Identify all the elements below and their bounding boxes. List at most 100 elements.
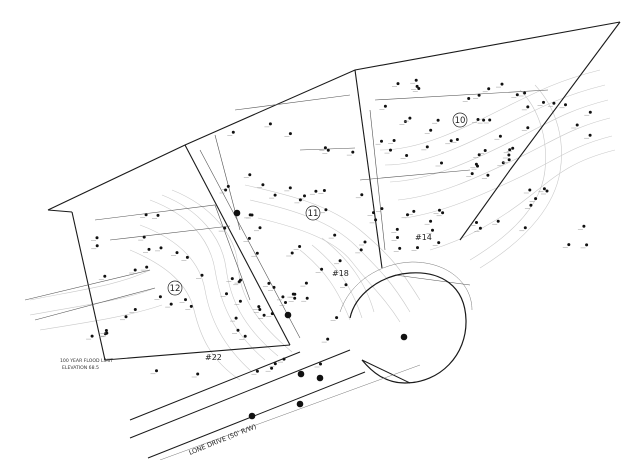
spot-point xyxy=(508,148,512,152)
spot-point xyxy=(392,139,396,142)
spot-point xyxy=(288,132,292,136)
spot-point xyxy=(248,213,252,217)
spot-point xyxy=(236,328,240,332)
spot-point xyxy=(403,120,407,123)
spot-point xyxy=(145,265,149,269)
spot-point xyxy=(326,148,330,152)
setback-lines xyxy=(24,89,549,339)
spot-point xyxy=(523,226,527,230)
spot-point xyxy=(542,100,545,104)
spot-point xyxy=(257,305,261,309)
spot-point xyxy=(363,240,367,244)
spot-point xyxy=(440,161,443,165)
spot-point xyxy=(528,188,532,192)
spot-point xyxy=(293,296,297,300)
spot-point xyxy=(507,158,511,162)
spot-point xyxy=(133,308,137,311)
spot-point xyxy=(104,329,108,332)
spot-point xyxy=(478,226,482,230)
spot-point xyxy=(417,87,421,90)
spot-elevation-points xyxy=(86,78,592,378)
spot-point xyxy=(159,246,163,250)
spot-point xyxy=(155,369,158,373)
spot-point xyxy=(103,274,107,278)
spot-point xyxy=(225,292,228,296)
spot-point xyxy=(158,295,162,299)
spot-point xyxy=(338,259,342,263)
spot-point xyxy=(477,93,481,97)
spot-point xyxy=(575,123,579,127)
spot-point xyxy=(507,153,511,157)
spot-point xyxy=(438,208,441,212)
spot-point xyxy=(124,315,128,319)
spot-point xyxy=(344,283,348,287)
lot-number-label: 10 xyxy=(455,116,466,126)
spot-point xyxy=(408,116,412,120)
spot-point xyxy=(360,193,364,197)
spot-point xyxy=(412,209,416,213)
spot-point xyxy=(267,281,271,285)
spot-point xyxy=(298,198,302,202)
cul-de-sac xyxy=(339,261,473,384)
spot-point xyxy=(133,268,137,272)
spot-point xyxy=(248,173,252,177)
spot-point xyxy=(476,118,480,121)
flood-limit-note: 100 YEAR FLOOD LIMIT ELEVATION 68.5 xyxy=(60,358,113,371)
spot-point xyxy=(567,243,571,247)
spot-point xyxy=(284,301,287,304)
spot-point xyxy=(268,122,272,126)
spot-point xyxy=(437,241,441,245)
spot-point xyxy=(486,173,490,177)
spot-point xyxy=(455,138,459,141)
lot-markers: 10 11 12 #18 #22 #14 xyxy=(167,112,468,362)
spot-point xyxy=(380,139,383,143)
spot-point xyxy=(90,334,94,338)
spot-point xyxy=(467,97,471,100)
spot-point xyxy=(477,153,481,157)
spot-point xyxy=(415,84,419,88)
spot-point xyxy=(585,243,589,247)
spot-point xyxy=(175,251,179,255)
spot-point xyxy=(319,362,322,366)
spot-point xyxy=(482,118,486,122)
spot-point xyxy=(239,278,242,282)
flood-note-line: ELEVATION 68.5 xyxy=(62,365,99,371)
spot-point xyxy=(320,267,324,271)
spot-point xyxy=(224,188,228,192)
lot-boundaries xyxy=(47,21,621,361)
spot-point xyxy=(526,105,530,109)
spot-point xyxy=(261,183,265,187)
spot-point xyxy=(273,193,277,197)
spot-point xyxy=(196,372,200,376)
spot-point xyxy=(288,186,292,190)
spot-point xyxy=(380,207,384,211)
spot-point xyxy=(500,82,504,86)
spot-point xyxy=(234,316,238,320)
spot-point xyxy=(405,154,409,157)
spot-point xyxy=(323,146,327,150)
spot-point xyxy=(441,211,445,215)
spot-point xyxy=(223,226,227,230)
spot-point xyxy=(169,302,173,306)
spot-point xyxy=(474,162,478,166)
spot-point xyxy=(406,213,409,217)
spot-point xyxy=(545,189,549,193)
spot-point xyxy=(395,227,399,231)
spot-point xyxy=(529,203,533,207)
spot-point xyxy=(396,236,399,239)
spot-point xyxy=(247,236,251,240)
spot-point xyxy=(416,246,419,250)
spot-point xyxy=(582,224,586,228)
spot-point xyxy=(374,218,378,222)
spot-point xyxy=(304,281,308,285)
spot-point xyxy=(255,369,259,373)
spot-point xyxy=(511,146,515,150)
road-edges xyxy=(129,349,421,460)
spot-point xyxy=(483,149,487,152)
spot-point xyxy=(270,312,274,316)
spot-point xyxy=(564,103,567,107)
spot-point xyxy=(258,308,262,311)
spot-point xyxy=(238,299,242,303)
spot-point xyxy=(258,226,262,230)
